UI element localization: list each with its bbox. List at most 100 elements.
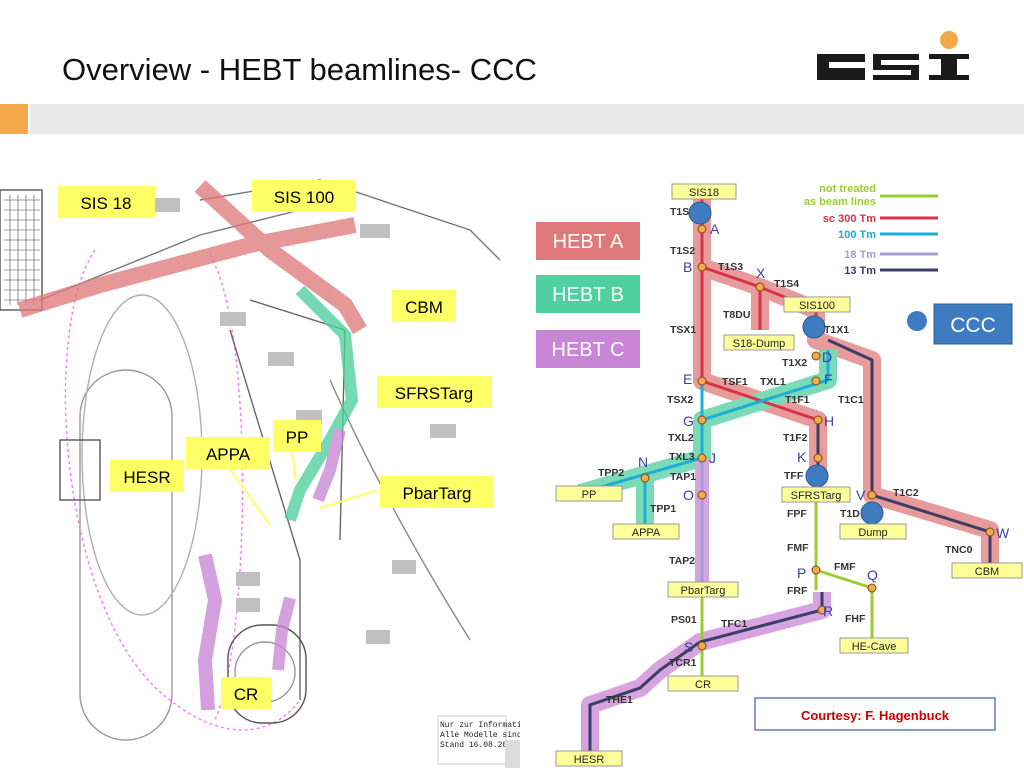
- seg-t1c1: T1C1: [838, 394, 864, 406]
- seg-fmf2: FMF: [834, 561, 856, 573]
- map-label-hesr: HESR: [123, 468, 170, 487]
- box-sis100: SIS100: [799, 300, 835, 312]
- seg-tcr1: TCR1: [669, 657, 697, 669]
- facility-map: Nur zur Information Alle Modelle sind E …: [0, 179, 520, 768]
- node-d: D: [822, 349, 832, 365]
- map-labels: SIS 18 SIS 100 CBM SFRSTarg PP APPA HESR…: [58, 180, 494, 709]
- node-j: J: [709, 450, 716, 466]
- box-pp: PP: [582, 489, 597, 501]
- legend-not-treated-1: not treated: [819, 183, 876, 195]
- map-label-appa: APPA: [206, 445, 251, 464]
- legend-t18: 18 Tm: [844, 249, 876, 261]
- map-stamp-line-1: Nur zur Information: [440, 721, 520, 730]
- box-cr: CR: [695, 679, 711, 691]
- legend-hebt-c-swatch: [536, 330, 640, 368]
- legend-ccc: CCC: [950, 314, 996, 337]
- seg-txl1: TXL1: [760, 376, 786, 388]
- node-a: A: [710, 221, 720, 237]
- node-b: B: [683, 259, 692, 275]
- seg-tnc0: TNC0: [945, 544, 973, 556]
- seg-fhf: FHF: [845, 613, 866, 625]
- node-h: H: [824, 413, 834, 429]
- map-label-pp: PP: [286, 428, 309, 447]
- legend-hebt-c: HEBT C: [552, 339, 625, 361]
- map-stamp-line-3: Stand 16.08.2013: [440, 741, 517, 750]
- seg-tsx2: TSX2: [667, 394, 693, 406]
- map-label-sis18: SIS 18: [80, 194, 131, 213]
- map-label-cbm: CBM: [405, 298, 443, 317]
- seg-tpp1: TPP1: [650, 503, 676, 515]
- seg-tpp2: TPP2: [598, 467, 624, 479]
- seg-t1s: T1S: [670, 206, 689, 218]
- node-p: P: [797, 565, 806, 581]
- node-g: G: [683, 413, 694, 429]
- gsi-logo: [817, 31, 969, 80]
- legend-t100: 100 Tm: [838, 229, 876, 241]
- seg-tfc1: TFC1: [721, 618, 747, 630]
- courtesy-text: Courtesy: F. Hagenbuck: [801, 708, 950, 723]
- seg-t1c2: T1C2: [893, 487, 919, 499]
- box-dump: Dump: [858, 527, 887, 539]
- seg-t1d: T1D: [840, 508, 860, 520]
- seg-t1s4: T1S4: [774, 278, 799, 290]
- legend-ccc-dot: [907, 311, 927, 331]
- seg-tsf1: TSF1: [722, 376, 748, 388]
- map-stamp-line-2: Alle Modelle sind E: [440, 731, 520, 740]
- legend-hebt-b: HEBT B: [552, 284, 624, 306]
- map-label-sfrstarg: SFRSTarg: [395, 384, 473, 403]
- legend-ccc-box: [933, 303, 1013, 345]
- segment-labels: T1S T1S2 T1S3 T1S4 T8DU TSX1 T1X1 T1X2 T…: [598, 206, 973, 706]
- legend-hebt-a: HEBT A: [553, 231, 624, 253]
- seg-t1s2: T1S2: [670, 245, 695, 257]
- node-letters: A B X D E F G H K J N O V W P Q R S: [638, 221, 1010, 655]
- header-band: [30, 104, 1024, 134]
- node-e: E: [683, 371, 692, 387]
- seg-tff: TFF: [784, 470, 804, 482]
- seg-tap2: TAP2: [669, 555, 695, 567]
- seg-t1f1: T1F1: [785, 394, 810, 406]
- legend-not-treated-2: as beam lines: [804, 196, 876, 208]
- box-pbartarg: PbarTarg: [681, 585, 726, 597]
- node-o: O: [683, 487, 694, 503]
- node-w: W: [996, 525, 1010, 541]
- map-label-pbartarg: PbarTarg: [403, 484, 472, 503]
- seg-ps01: PS01: [671, 614, 697, 626]
- legend-hebt-b-swatch: [536, 275, 640, 313]
- hebt-schematic: HEBT A HEBT B HEBT C not treated as beam…: [536, 183, 1023, 767]
- box-cbm: CBM: [975, 566, 999, 578]
- seg-the1: THE1: [606, 694, 633, 706]
- seg-txl3: TXL3: [669, 451, 695, 463]
- header-accent: [0, 104, 28, 134]
- page-title: Overview - HEBT beamlines- CCC: [62, 52, 537, 87]
- seg-t1f2: T1F2: [783, 432, 808, 444]
- node-q: Q: [867, 567, 878, 583]
- seg-fpf: FPF: [787, 508, 807, 520]
- box-sfrstarg: SFRSTarg: [791, 490, 842, 502]
- box-hesr: HESR: [574, 754, 605, 766]
- seg-tsx1: TSX1: [670, 324, 696, 336]
- box-appa: APPA: [632, 527, 661, 539]
- seg-t1x1: T1X1: [824, 324, 849, 336]
- node-v: V: [856, 487, 866, 503]
- seg-txl2: TXL2: [668, 432, 694, 444]
- seg-frf: FRF: [787, 585, 808, 597]
- map-label-cr: CR: [234, 685, 259, 704]
- box-hecave: HE-Cave: [852, 641, 897, 653]
- node-r: R: [823, 603, 833, 619]
- seg-t8du: T8DU: [723, 309, 750, 321]
- node-s: S: [684, 639, 693, 655]
- legend-sc300: sc 300 Tm: [823, 213, 876, 225]
- seg-t1x2: T1X2: [782, 357, 807, 369]
- box-sis18: SIS18: [689, 187, 719, 199]
- seg-fmf1: FMF: [787, 542, 809, 554]
- node-k: K: [797, 449, 807, 465]
- node-n: N: [638, 454, 648, 470]
- box-s18dump: S18-Dump: [733, 338, 786, 350]
- seg-t1s3: T1S3: [718, 261, 743, 273]
- seg-tap1: TAP1: [670, 471, 696, 483]
- legend-hebt-a-swatch: [536, 222, 640, 260]
- map-label-sis100: SIS 100: [274, 188, 335, 207]
- node-x: X: [756, 265, 766, 281]
- legend-t13: 13 Tm: [844, 265, 876, 277]
- node-f: F: [824, 371, 833, 387]
